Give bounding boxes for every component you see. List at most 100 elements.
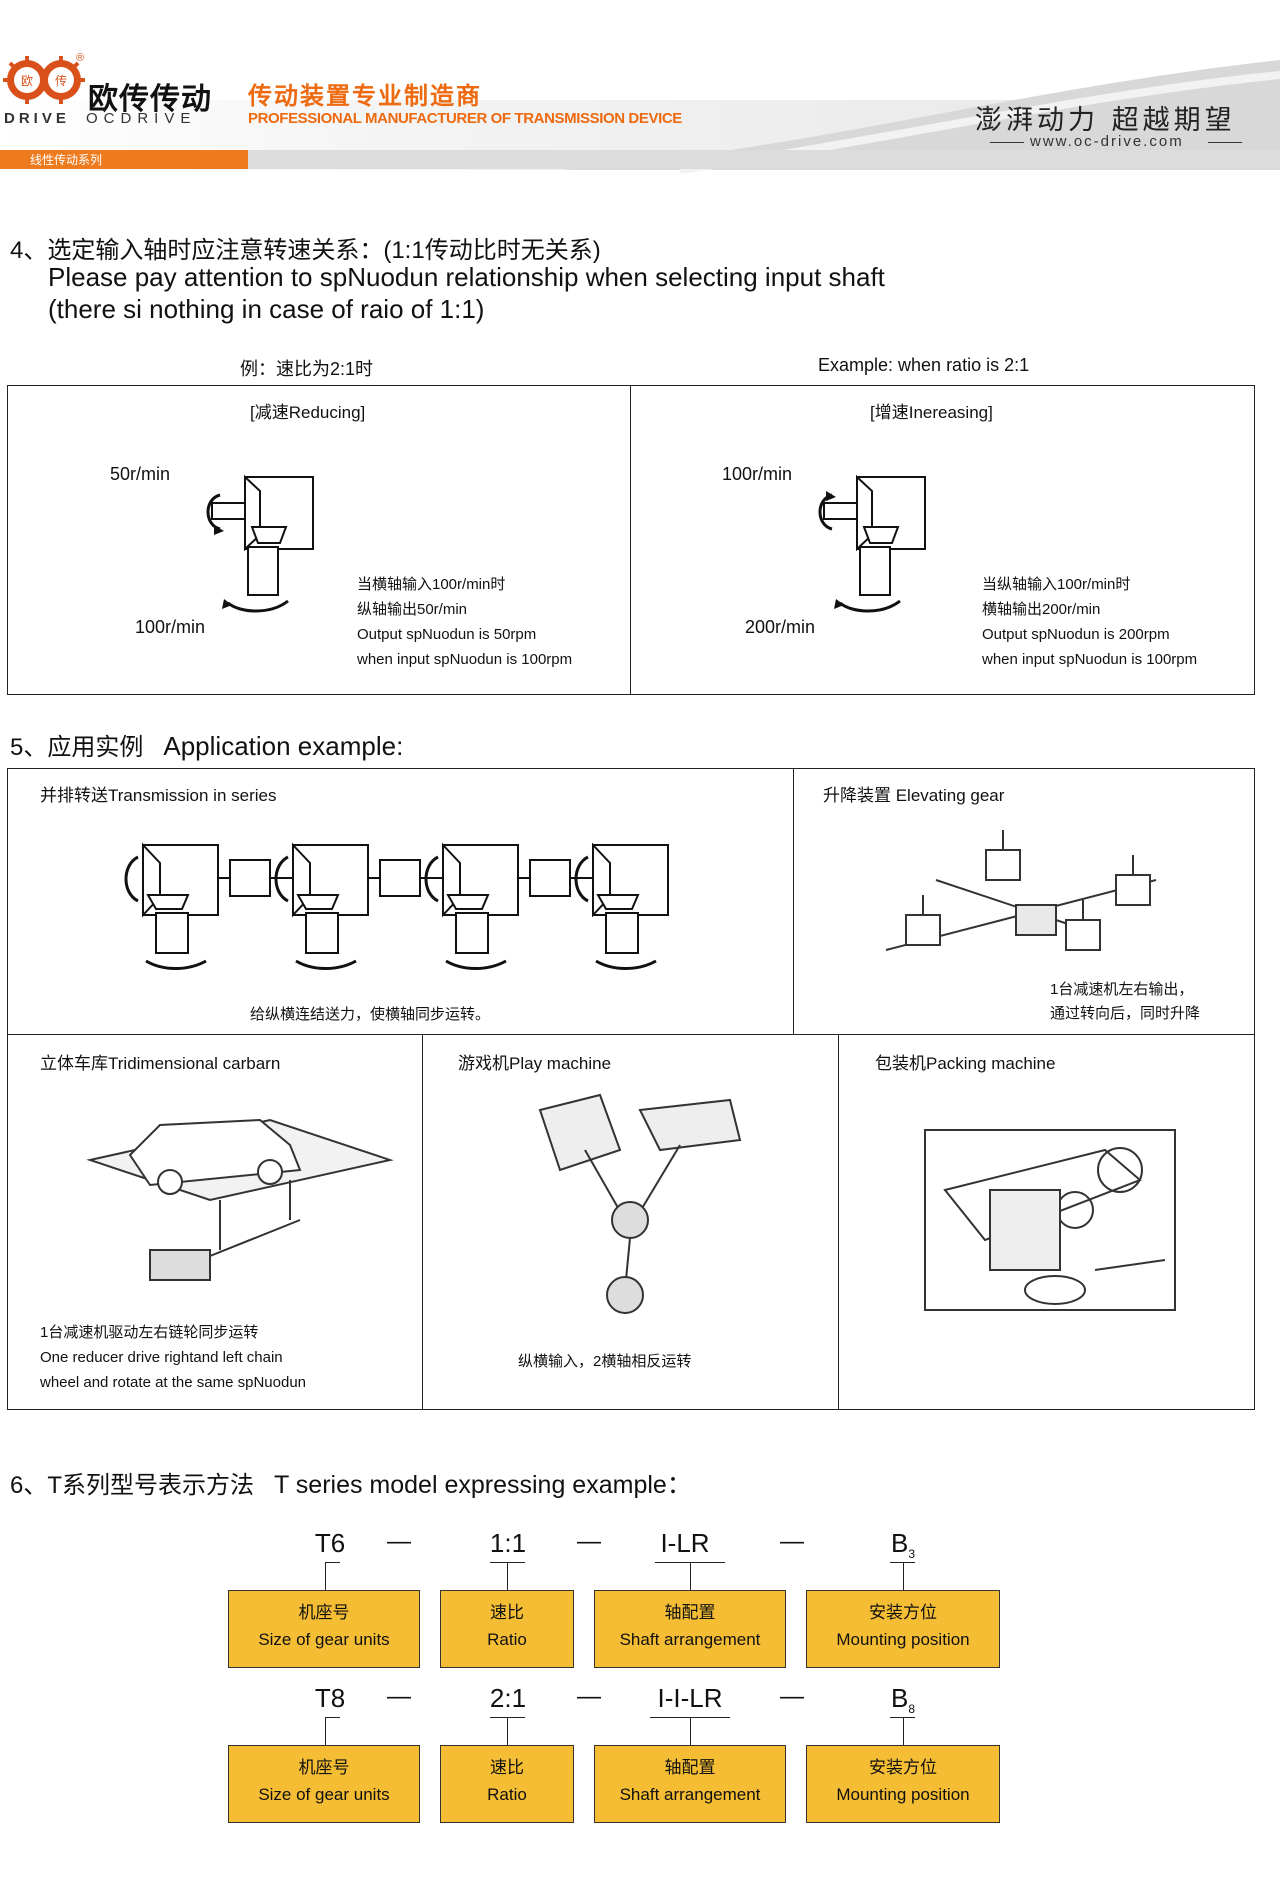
- increasing-title: [增速Inereasing]: [870, 403, 993, 422]
- model-code-shaft: I-I-LR: [657, 1683, 723, 1713]
- row2-divider-1: [422, 1034, 424, 1410]
- model-dash: —: [387, 1528, 411, 1555]
- label-cn: 机座号: [298, 1603, 350, 1622]
- model-code-mount: B3: [878, 1528, 928, 1561]
- reducing-top-speed: 50r/min: [110, 464, 171, 484]
- series-caption: 给纵横连结送力，使横轴同步运转。: [250, 1006, 491, 1023]
- brand-name-cn: 欧传传动: [88, 83, 212, 116]
- connector: [325, 1562, 327, 1590]
- label-cn: 速比: [490, 1758, 524, 1777]
- model-code-ratio: 1:1: [489, 1528, 527, 1558]
- connector: [507, 1717, 509, 1745]
- increasing-gearbox-drawing: [818, 474, 926, 613]
- carbarn-illustration: [86, 1118, 394, 1281]
- label-cn: 安装方位: [869, 1603, 937, 1622]
- model-dash: —: [577, 1528, 601, 1555]
- section6-title-cn: 6、T系列型号表示方法: [10, 1472, 255, 1499]
- series-tab-label: 线性传动系列: [30, 153, 103, 167]
- carbarn-caption: 1台减速机驱动左右链轮同步运转 One reducer drive righta…: [40, 1320, 306, 1395]
- carbarn-caption-line: One reducer drive rightand left chain: [40, 1349, 283, 1366]
- elevating-caption-line: 1台减速机左右输出，: [1050, 981, 1194, 998]
- connector: [890, 1562, 915, 1564]
- logo-glyph: 欧: [21, 74, 33, 88]
- packing-machine-illustration: [924, 1129, 1176, 1311]
- increasing-bottom-speed: 200r/min: [745, 617, 816, 637]
- connector: [490, 1562, 525, 1564]
- brand-name-en-right: OCDRIVE: [86, 110, 197, 127]
- label-en: Mounting position: [836, 1785, 970, 1804]
- model-code-mount-letter: B: [890, 1683, 909, 1713]
- increasing-note-line: when input spNuodun is 100rpm: [982, 651, 1198, 668]
- tagline-en: PROFESSIONAL MANUFACTURER OF TRANSMISSIO…: [248, 110, 682, 127]
- increasing-note-line: 横轴输出200r/min: [982, 601, 1101, 618]
- connector: [507, 1562, 509, 1590]
- label-en: Size of gear units: [258, 1785, 390, 1804]
- label-size-of-gear-units: 机座号 Size of gear units: [228, 1590, 420, 1668]
- connector: [325, 1717, 340, 1719]
- label-en: Size of gear units: [258, 1630, 390, 1649]
- label-ratio: 速比 Ratio: [440, 1590, 574, 1668]
- reducing-note-line: 纵轴输出50r/min: [357, 601, 468, 618]
- increasing-note-line: 当纵轴输入100r/min时: [982, 576, 1131, 593]
- label-ratio: 速比 Ratio: [440, 1745, 574, 1823]
- model-dash: —: [780, 1528, 804, 1555]
- packing-machine-title: 包装机Packing machine: [875, 1054, 1056, 1073]
- section6-title: 6、T系列型号表示方法 T series model expressing ex…: [10, 1465, 692, 1501]
- label-cn: 轴配置: [664, 1603, 716, 1622]
- elevating-title: 升降装置 Elevating gear: [823, 786, 1005, 805]
- logo-gear-icon: 欧 传: [3, 56, 85, 104]
- website-link[interactable]: www.oc-drive.com: [1030, 133, 1184, 150]
- reducing-bottom-speed: 100r/min: [135, 617, 206, 637]
- label-shaft-arrangement: 轴配置 Shaft arrangement: [594, 1590, 786, 1668]
- label-cn: 机座号: [298, 1758, 350, 1777]
- registered-mark: ®: [76, 52, 85, 64]
- connector: [690, 1562, 692, 1590]
- reducing-note-line: Output spNuodun is 50rpm: [357, 626, 537, 643]
- model-code-mount-sub: 3: [908, 1547, 916, 1562]
- carbarn-caption-line: 1台减速机驱动左右链轮同步运转: [40, 1324, 259, 1341]
- label-en: Mounting position: [836, 1630, 970, 1649]
- connector: [690, 1717, 692, 1745]
- elevating-caption-line: 通过转向后，同时升降: [1050, 1005, 1201, 1022]
- model-code-size: T8: [314, 1683, 346, 1713]
- label-en: Ratio: [487, 1785, 527, 1804]
- brand-name-en-left: DRIVE: [4, 110, 70, 127]
- example-label-cn: 例：速比为2:1时: [240, 359, 374, 379]
- connector: [325, 1562, 340, 1564]
- header-rule: [248, 150, 1280, 169]
- application-row-2: [7, 1034, 1255, 1410]
- reducing-gearbox-diagram: [206, 474, 314, 613]
- section5-title-en: Application example:: [163, 731, 404, 761]
- connector: [890, 1717, 915, 1719]
- label-size-of-gear-units: 机座号 Size of gear units: [228, 1745, 420, 1823]
- row2-divider-2: [838, 1034, 840, 1410]
- label-cn: 轴配置: [664, 1758, 716, 1777]
- reducing-note: 当横轴输入100r/min时 纵轴输出50r/min Output spNuod…: [357, 572, 572, 672]
- website-rule-left: [990, 142, 1024, 143]
- increasing-note: 当纵轴输入100r/min时 横轴输出200r/min Output spNuo…: [982, 572, 1197, 672]
- model-code-mount-sub: 8: [908, 1702, 916, 1717]
- series-tab-bar: [0, 150, 248, 169]
- model-dash: —: [387, 1683, 411, 1710]
- play-machine-illustration: [538, 1093, 742, 1314]
- section6-title-en: T series model expressing example：: [274, 1471, 692, 1499]
- elevating-gear-illustration: [885, 830, 1157, 951]
- model-code-mount: B8: [878, 1683, 928, 1716]
- label-mounting-position: 安装方位 Mounting position: [806, 1745, 1000, 1823]
- play-machine-title: 游戏机Play machine: [458, 1054, 612, 1073]
- play-machine-caption: 纵横输入，2横轴相反运转: [518, 1353, 692, 1370]
- reducing-title: [减速Reducing]: [250, 403, 366, 422]
- reducing-note-line: 当横轴输入100r/min时: [357, 576, 506, 593]
- website-rule-right: [1208, 142, 1242, 143]
- increasing-note-line: Output spNuodun is 200rpm: [982, 626, 1170, 643]
- series-title: 并排转送Transmission in series: [40, 786, 277, 805]
- elevating-caption: 1台减速机左右输出， 通过转向后，同时升降: [1050, 978, 1200, 1026]
- model-dash: —: [577, 1683, 601, 1710]
- connector: [903, 1562, 905, 1590]
- slogan: 澎湃动力 超越期望: [975, 105, 1236, 136]
- label-cn: 安装方位: [869, 1758, 937, 1777]
- connector: [655, 1562, 725, 1564]
- model-code-size: T6: [314, 1528, 346, 1558]
- section5-title-cn: 5、应用实例: [10, 734, 144, 761]
- connector: [903, 1717, 905, 1745]
